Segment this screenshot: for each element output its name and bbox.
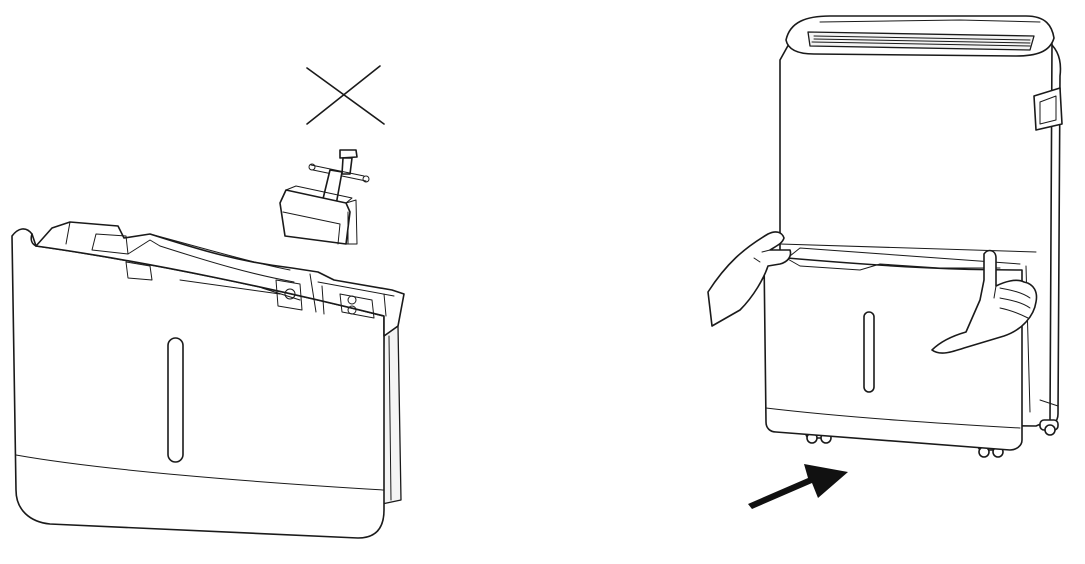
left-hand xyxy=(707,231,792,327)
right-hand xyxy=(931,249,1038,354)
left-panel-bucket-float xyxy=(11,65,405,539)
cross-mark-icon xyxy=(306,65,385,125)
float-assembly xyxy=(279,149,370,245)
push-arrow-icon xyxy=(748,464,848,509)
water-bucket xyxy=(11,221,405,539)
top-grille-slats xyxy=(811,35,1031,47)
inserted-water-bucket xyxy=(763,247,1023,451)
right-panel-insert-bucket xyxy=(707,15,1063,509)
side-handle xyxy=(1033,87,1063,131)
